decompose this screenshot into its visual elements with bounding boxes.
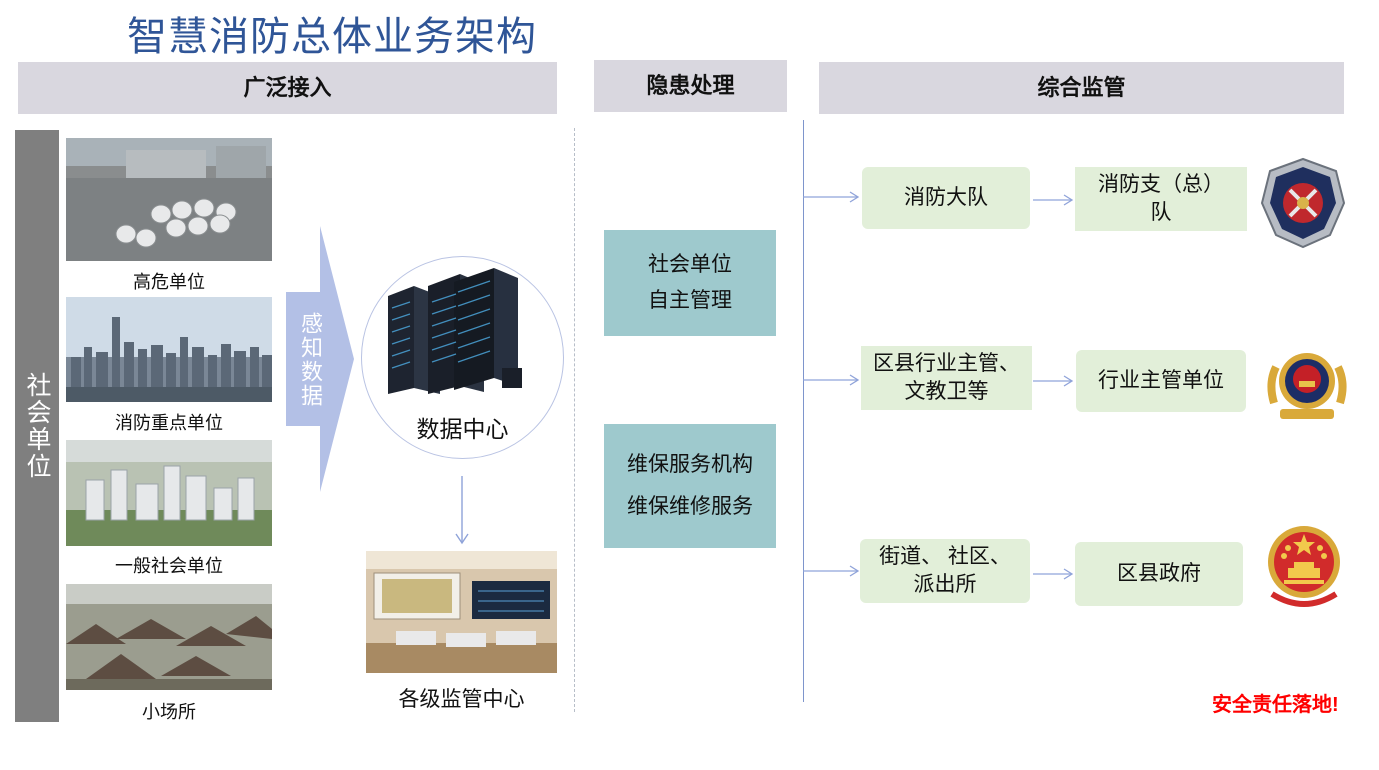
header-hazard: 隐患处理 (594, 60, 787, 112)
slogan-text: 安全责任落地! (1212, 694, 1339, 716)
page-title: 智慧消防总体业务架构 (127, 15, 537, 59)
connector-arrows (803, 191, 1074, 580)
down-arrow (455, 476, 469, 545)
district-government-box: 区县政府 (1075, 542, 1243, 606)
box-line: 自主管理 (648, 289, 732, 312)
box-text: 区县政府 (1117, 562, 1201, 585)
box-text: 街道、 社区、派出所 (879, 545, 1011, 596)
header-hazard-label: 隐患处理 (646, 73, 735, 98)
box-text: 区县行业主管、文教卫等 (873, 352, 1020, 403)
supervision-axis (803, 120, 804, 702)
sidebar-label: 社会单位 (23, 372, 51, 480)
server-rack-icon (388, 268, 522, 394)
fire-detachment-box: 消防支（总）队 (1075, 167, 1247, 231)
high-risk-unit-photo (66, 138, 272, 261)
small-venue-photo (66, 584, 272, 690)
maintenance-box: 维保服务机构 维保维修服务 (604, 424, 776, 548)
box-text: 消防大队 (904, 186, 988, 209)
data-center-circle (361, 256, 564, 459)
dashed-divider (574, 128, 575, 712)
box-text: 消防支（总）队 (1098, 173, 1224, 224)
unit-caption: 消防重点单位 (115, 413, 223, 433)
box-line: 维保维修服务 (627, 495, 753, 518)
sense-data-box: 感知数据 (287, 292, 333, 428)
header-supervision: 综合监管 (819, 62, 1344, 114)
monitor-center-photo (366, 551, 557, 673)
social-units-sidebar: 社会单位 (15, 130, 59, 722)
street-community-box: 街道、 社区、派出所 (860, 539, 1030, 603)
general-unit-photo (66, 440, 272, 546)
header-access-label: 广泛接入 (243, 75, 332, 100)
unit-caption: 小场所 (142, 702, 196, 722)
fire-brigade-box: 消防大队 (862, 167, 1030, 229)
police-emblem-icon (1267, 353, 1347, 419)
industry-authority-box: 行业主管单位 (1076, 350, 1246, 412)
header-supervision-label: 综合监管 (1037, 75, 1126, 100)
key-unit-photo (66, 297, 272, 402)
unit-caption: 高危单位 (133, 272, 205, 292)
self-management-box: 社会单位 自主管理 (604, 230, 776, 336)
fire-emblem-icon (1260, 157, 1346, 249)
data-center-label: 数据中心 (416, 416, 509, 442)
box-line: 维保服务机构 (627, 453, 753, 476)
header-access: 广泛接入 (18, 62, 557, 114)
national-emblem-icon (1268, 526, 1340, 607)
sense-data-arrow (286, 226, 354, 492)
box-line: 社会单位 (648, 253, 732, 276)
box-text: 行业主管单位 (1098, 369, 1224, 392)
district-industry-box: 区县行业主管、文教卫等 (861, 346, 1032, 410)
unit-caption: 一般社会单位 (115, 556, 223, 576)
sense-data-label: 感知数据 (298, 312, 323, 408)
monitor-center-label: 各级监管中心 (398, 688, 525, 711)
